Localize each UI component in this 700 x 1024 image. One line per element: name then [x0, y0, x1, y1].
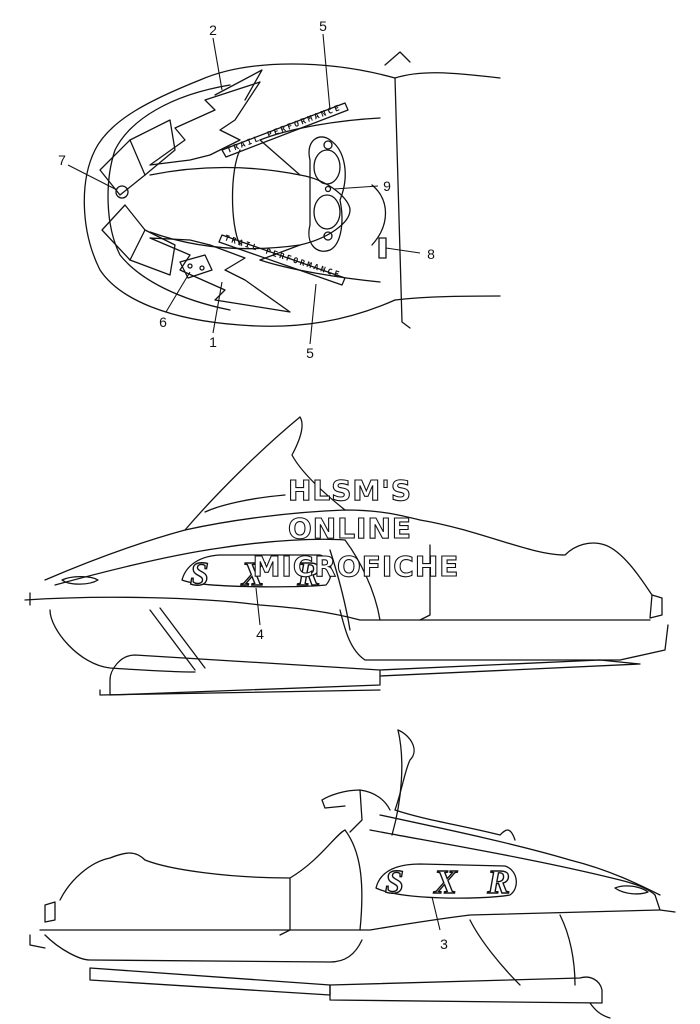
side-view-right: SXR — [29, 729, 676, 1019]
leader-4 — [255, 587, 261, 626]
callout-7: 7 — [58, 152, 66, 168]
callout-3: 3 — [440, 936, 448, 952]
callout-1: 1 — [209, 334, 217, 350]
watermark-line-2: ONLINE — [288, 512, 412, 545]
callout-4: 4 — [256, 626, 264, 642]
callout-5-top: 5 — [319, 18, 327, 34]
watermark-line-1: HLSM'S — [288, 474, 412, 507]
top-view-hood: TRAIL PERFORMANCE TRAIL PERFORMANCE — [83, 51, 501, 329]
watermark-line-3: MICROFICHE — [253, 550, 460, 583]
callout-6: 6 — [159, 314, 167, 330]
leader-3 — [431, 896, 441, 931]
watermark: HLSM'S ONLINE MICROFICHE — [252, 473, 460, 583]
callout-9: 9 — [383, 178, 391, 194]
callout-8: 8 — [427, 246, 435, 262]
callout-2: 2 — [209, 22, 217, 38]
decal-stripe-upper: TRAIL PERFORMANCE — [225, 103, 340, 154]
sxr-logo-other-side: SXR — [385, 864, 510, 901]
top-view-leaders — [67, 33, 421, 345]
callout-5-bottom: 5 — [306, 345, 314, 361]
